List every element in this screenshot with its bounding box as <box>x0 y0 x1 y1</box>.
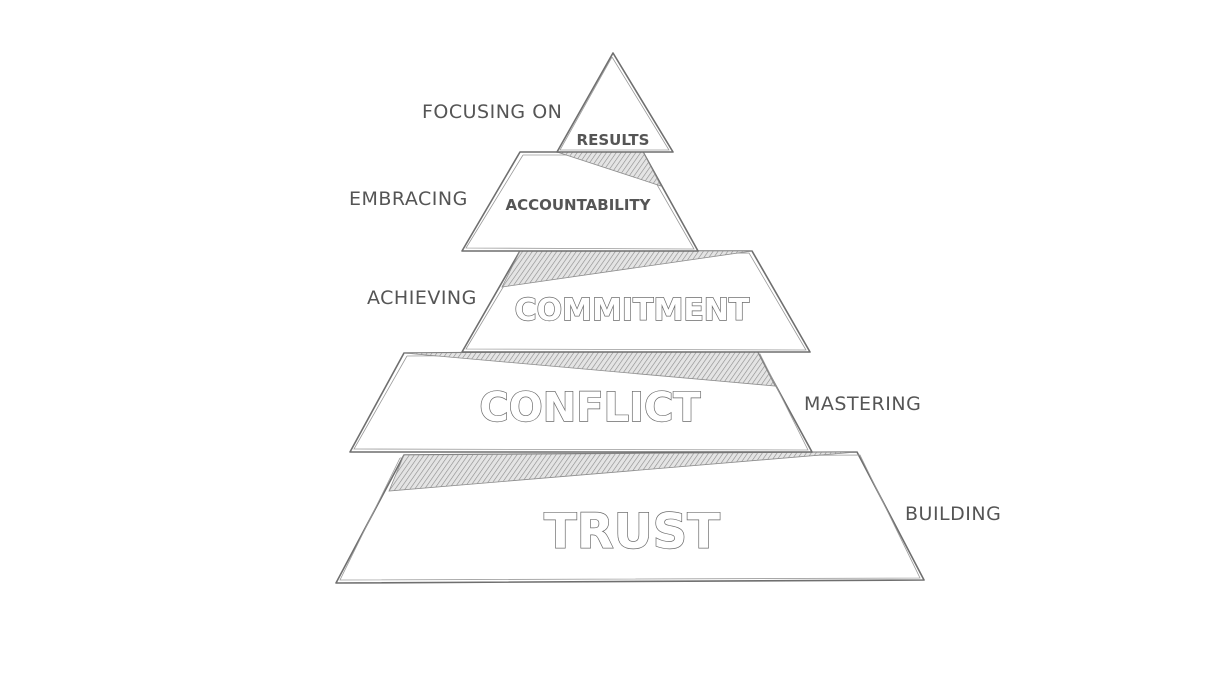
verb-embracing: EMBRACING <box>349 188 468 210</box>
tier-results-shape <box>556 52 674 153</box>
tier-conflict-label: CONFLICT <box>479 385 701 431</box>
verb-focusing-on: FOCUSING ON <box>422 101 562 123</box>
tier-commitment: COMMITMENT <box>461 250 811 353</box>
tier-conflict: CONFLICT <box>349 350 813 453</box>
tier-commitment-label: COMMITMENT <box>515 293 750 328</box>
tier-accountability-label: ACCOUNTABILITY <box>505 196 651 214</box>
verb-mastering: MASTERING <box>804 393 921 415</box>
tier-results-label: RESULTS <box>577 131 650 149</box>
tier-results: RESULTS <box>556 52 674 153</box>
tier-trust-shadow <box>388 451 858 492</box>
tier-trust-label: TRUST <box>544 504 720 560</box>
tier-accountability: ACCOUNTABILITY <box>461 151 699 252</box>
tier-results-sketch <box>559 56 670 151</box>
tier-trust: TRUST <box>335 451 925 584</box>
verb-achieving: ACHIEVING <box>367 287 477 309</box>
verb-building: BUILDING <box>905 503 1001 525</box>
